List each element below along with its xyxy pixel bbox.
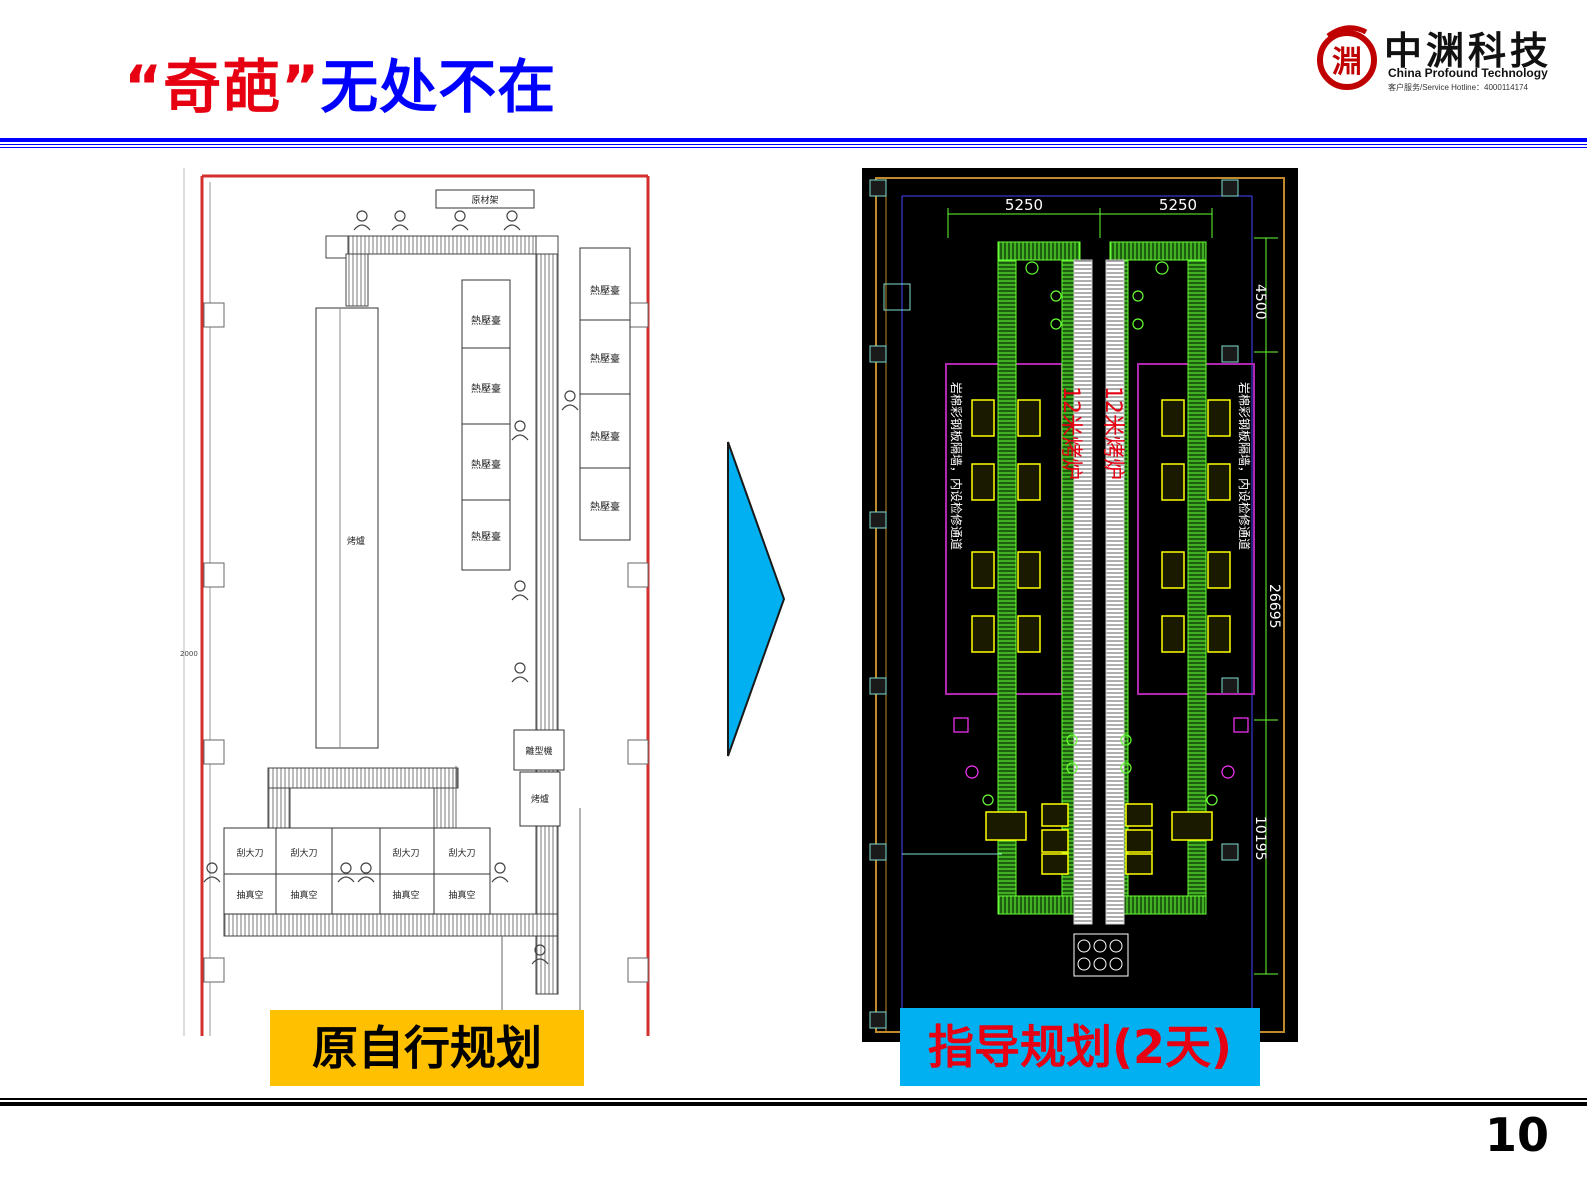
dimension-top-right: 5250 bbox=[1159, 196, 1197, 214]
oven-left-label: 12米烤炉 bbox=[1058, 386, 1083, 480]
dimension-total: 26695 bbox=[1266, 584, 1282, 629]
heat-press-label: 熱壓臺 bbox=[590, 284, 620, 297]
heat-press-label: 熱壓臺 bbox=[590, 430, 620, 443]
oven-right-label: 12米烤炉 bbox=[1100, 386, 1125, 480]
slide-title: “奇葩”无处不在 bbox=[124, 40, 556, 124]
guided-layout-drawing: 5250 5250 4500 26695 10195 岩棉彩钢板隔墙，内设检修通… bbox=[862, 168, 1298, 1042]
page-number: 10 bbox=[1484, 1108, 1549, 1162]
header-divider bbox=[0, 138, 1587, 148]
heat-press-label: 熱壓臺 bbox=[590, 500, 620, 513]
dimension-upper: 4500 bbox=[1252, 284, 1268, 320]
wall-note-right: 岩棉彩钢板隔墙，内设检修通道 bbox=[1237, 382, 1252, 550]
logo-name-en: China Profound Technology bbox=[1388, 66, 1548, 80]
original-layout-drawing: 2000 原材架 烤爐 熱壓臺 熱壓臺 熱壓臺 熱壓臺 熱壓臺 熱壓臺 bbox=[180, 168, 658, 1036]
vacuum-label: 抽真空 bbox=[448, 889, 475, 901]
scraper-label: 刮大刀 bbox=[448, 847, 475, 859]
material-rack-label: 原材架 bbox=[471, 194, 498, 206]
company-logo: 淵 中渊科技 China Profound Technology 客户服务/Se… bbox=[1310, 14, 1572, 100]
vacuum-label: 抽真空 bbox=[290, 889, 317, 901]
logo-hotline: 客户服务/Service Hotline：4000114174 bbox=[1388, 83, 1528, 92]
wall-note-left: 岩棉彩钢板隔墙，内设检修通道 bbox=[949, 382, 964, 550]
logo-name-cn: 中渊科技 bbox=[1384, 28, 1553, 73]
heat-press-label: 熱壓臺 bbox=[590, 352, 620, 365]
scraper-label: 刮大刀 bbox=[236, 847, 263, 859]
heat-press-label: 熱壓臺 bbox=[471, 530, 501, 543]
dimension-lower: 10195 bbox=[1252, 816, 1268, 861]
dimension-top-left: 5250 bbox=[1005, 196, 1043, 214]
dimension-label: 2000 bbox=[180, 650, 198, 658]
vacuum-label: 抽真空 bbox=[236, 889, 263, 901]
original-plan-caption: 原自行规划 bbox=[270, 1010, 584, 1086]
molding-machine-label: 離型機 bbox=[525, 745, 552, 757]
logo-mark-char: 淵 bbox=[1332, 45, 1362, 80]
footer-divider bbox=[0, 1098, 1587, 1106]
oven-label: 烤爐 bbox=[347, 535, 365, 547]
heat-press-label: 熱壓臺 bbox=[471, 314, 501, 327]
logo-mark-icon: 淵 bbox=[1317, 25, 1377, 90]
scraper-label: 刮大刀 bbox=[392, 847, 419, 859]
oven-label: 烤爐 bbox=[531, 793, 549, 805]
guided-plan-caption: 指导规划(2天) bbox=[900, 1008, 1260, 1086]
title-rest-part: 无处不在 bbox=[320, 53, 557, 121]
title-quote-part: “奇葩” bbox=[124, 53, 321, 121]
vacuum-label: 抽真空 bbox=[392, 889, 419, 901]
transition-arrow-icon bbox=[727, 441, 786, 757]
heat-press-label: 熱壓臺 bbox=[471, 458, 501, 471]
scraper-label: 刮大刀 bbox=[290, 847, 317, 859]
heat-press-label: 熱壓臺 bbox=[471, 382, 501, 395]
